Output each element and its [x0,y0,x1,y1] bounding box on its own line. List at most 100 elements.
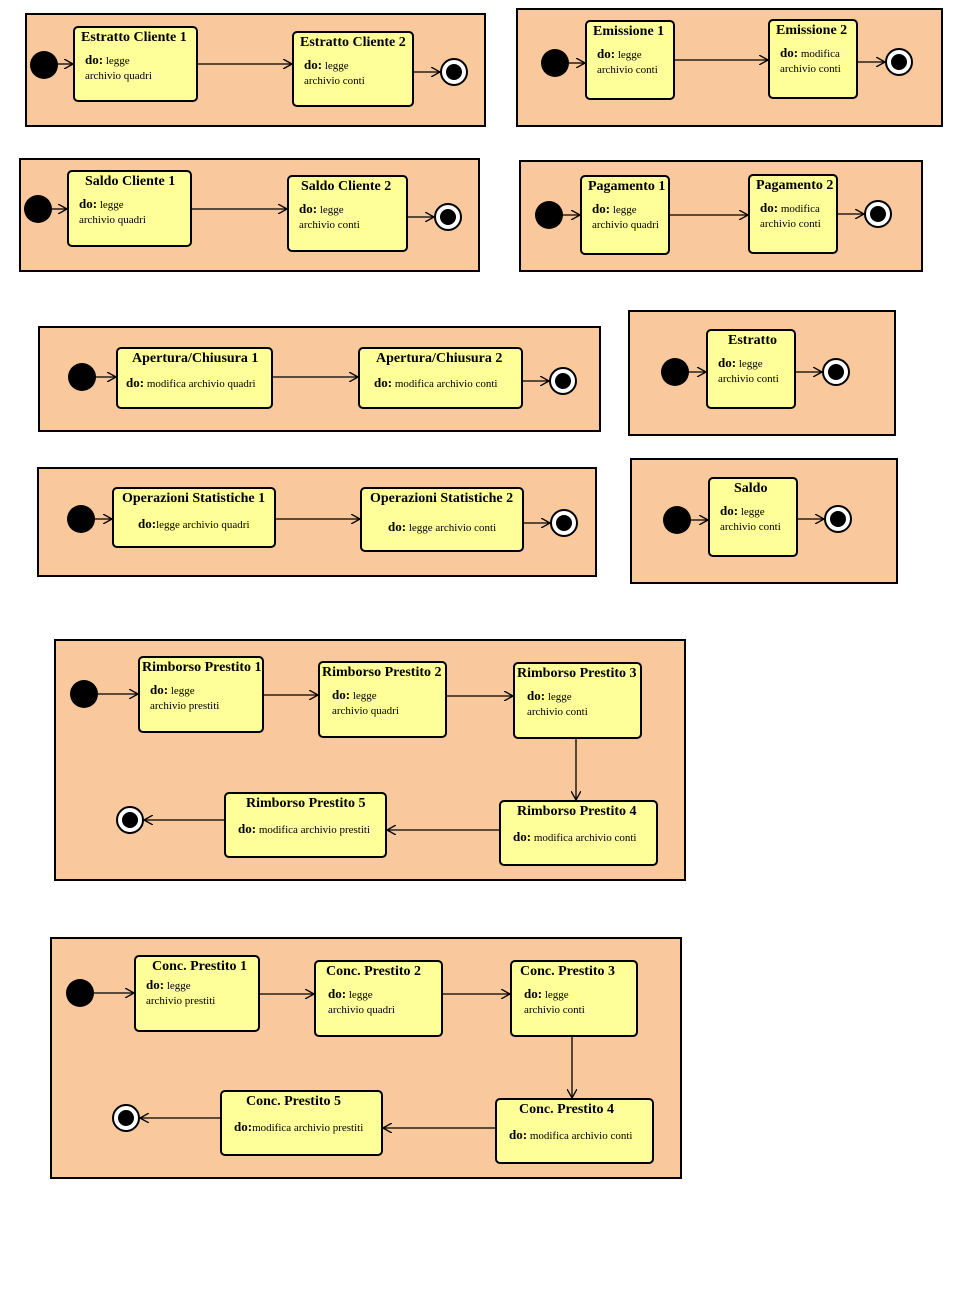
final-state [434,203,462,231]
state-title: Apertura/Chiusura 2 [376,351,503,366]
do-keyword: do: [388,519,407,534]
do-keyword: do: [509,1127,528,1142]
do-keyword: do: [299,201,318,216]
activity-text: legge [319,204,344,216]
activity-text: archivio conti [527,706,588,718]
activity-text: archivio quadri [85,70,152,82]
final-state [550,509,578,537]
do-keyword: do: [146,977,165,992]
initial-state [541,49,569,77]
activity-text: archivio conti [304,75,365,87]
final-state [549,367,577,395]
activity-text: archivio quadri [332,705,399,717]
final-state [112,1104,140,1132]
do-keyword: do: [524,986,543,1001]
do-keyword: do: [234,1119,253,1134]
activity-text: archivio conti [597,64,658,76]
state-title: Conc. Prestito 1 [152,959,247,974]
do-keyword: do: [328,986,347,1001]
do-keyword: do: [780,45,799,60]
state-title: Rimborso Prestito 2 [322,665,442,680]
state-rimborso-prestito-4: Rimborso Prestito 4 do: modifica archivi… [499,800,658,866]
activity-text: legge [544,989,569,1001]
state-emissione-2: Emissione 2 do: modifica archivio conti [768,19,858,99]
do-keyword: do: [597,46,616,61]
state-title: Operazioni Statistiche 2 [370,491,514,506]
state-title: Estratto [728,333,777,348]
do-keyword: do: [85,52,104,67]
activity-text: archivio conti [780,63,841,75]
do-keyword: do: [138,516,157,531]
state-title: Conc. Prestito 5 [246,1094,341,1109]
activity-text: archivio conti [299,219,360,231]
state-title: Conc. Prestito 2 [326,964,421,979]
activity-text: legge [324,60,349,72]
state-title: Apertura/Chiusura 1 [132,351,259,366]
state-estratto-cliente-1: Estratto Cliente 1 do: legge archivio qua… [73,26,198,102]
do-keyword: do: [527,688,546,703]
initial-state [68,363,96,391]
activity-text: modifica [800,48,840,60]
state-title: Saldo [734,481,768,496]
do-keyword: do: [374,375,393,390]
state-title: Rimborso Prestito 3 [517,666,637,681]
initial-state [24,195,52,223]
final-state [885,48,913,76]
state-title: Pagamento 1 [588,179,666,194]
do-keyword: do: [513,829,532,844]
activity-text: modifica [780,203,820,215]
state-title: Saldo Cliente 2 [301,179,392,194]
initial-state [67,505,95,533]
initial-state [66,979,94,1007]
activity-text: modifica archivio prestiti [252,1122,364,1134]
do-keyword: do: [150,682,169,697]
state-apertura-chiusura-2: Apertura/Chiusura 2 do: modifica archivi… [358,347,523,409]
activity-text: modifica archivio conti [394,378,498,390]
activity-text: legge archivio conti [408,522,497,534]
state-title: Saldo Cliente 1 [85,174,176,189]
initial-state [535,201,563,229]
activity-text: legge [348,989,373,1001]
activity-text: legge [738,358,763,370]
state-conc-prestito-3: Conc. Prestito 3 do: legge archivio conti [510,960,638,1037]
activity-text: legge [99,199,124,211]
state-operazioni-statistiche-1: Operazioni Statistiche 1 do:legge archiv… [112,487,276,548]
activity-text: archivio quadri [79,214,146,226]
state-conc-prestito-4: Conc. Prestito 4 do: modifica archivio c… [495,1098,654,1164]
initial-state [663,506,691,534]
state-apertura-chiusura-1: Apertura/Chiusura 1 do: modifica archivi… [116,347,273,409]
activity-text: archivio quadri [592,219,659,231]
final-state [864,200,892,228]
activity-text: legge archivio quadri [156,519,250,531]
activity-text: archivio quadri [328,1004,395,1016]
state-title: Emissione 1 [593,24,665,39]
activity-text: legge [105,55,130,67]
state-pagamento-1: Pagamento 1 do: legge archivio quadri [580,175,670,255]
activity-text: archivio conti [720,521,781,533]
state-title: Conc. Prestito 3 [520,964,615,979]
state-rimborso-prestito-5: Rimborso Prestito 5 do: modifica archivi… [224,792,387,858]
activity-text: archivio conti [524,1004,585,1016]
final-state [824,505,852,533]
state-title: Emissione 2 [776,23,848,38]
state-title: Rimborso Prestito 5 [246,796,366,811]
do-keyword: do: [304,57,323,72]
state-title: Estratto Cliente 1 [81,30,187,45]
activity-text: legge [612,204,637,216]
activity-text: modifica archivio prestiti [258,824,370,836]
activity-text: archivio prestiti [146,995,216,1007]
final-state [822,358,850,386]
do-keyword: do: [592,201,611,216]
do-keyword: do: [126,375,145,390]
state-title: Conc. Prestito 4 [519,1102,614,1117]
do-keyword: do: [760,200,779,215]
state-saldo-cliente-2: Saldo Cliente 2 do: legge archivio conti [287,175,408,252]
state-conc-prestito-2: Conc. Prestito 2 do: legge archivio quadr… [314,960,443,1037]
do-keyword: do: [720,503,739,518]
final-state [116,806,144,834]
